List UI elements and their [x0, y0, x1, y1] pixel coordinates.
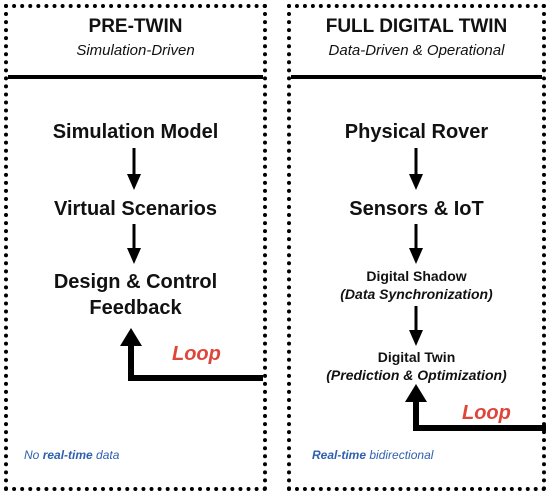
- pre-twin-panel: PRE-TWIN Simulation-Driven: [4, 4, 267, 491]
- digital-twin-title-node: Digital Twin: [377, 349, 456, 365]
- node-digital-twin: Digital Twin (Prediction & Optimization): [287, 348, 546, 384]
- node-feedback: Feedback: [89, 297, 182, 319]
- right-loop-label: Loop: [462, 402, 511, 424]
- arrow-shadow-to-twin: [409, 306, 423, 346]
- digital-shadow-sub: (Data Synchronization): [340, 286, 493, 302]
- node-physical-rover: Physical Rover: [344, 121, 489, 143]
- left-footnote-emph: real-time: [42, 448, 93, 462]
- left-loop-arrow: [120, 328, 263, 381]
- digital-twin-subtitle: Data-Driven & Operational: [328, 42, 505, 59]
- right-footnote-after: bidirectional: [366, 448, 434, 462]
- node-sensors-iot: Sensors & IoT: [349, 198, 484, 220]
- left-footnote-after: data: [92, 448, 120, 462]
- arrow-rover-to-sensors: [409, 148, 423, 190]
- digital-twin-panel: FULL DIGITAL TWIN Data-Driven & Operatio…: [287, 4, 546, 491]
- digital-twin-title: FULL DIGITAL TWIN: [325, 16, 508, 37]
- node-design-control: Design & Control: [53, 271, 218, 293]
- left-footnote: No real-time data: [24, 448, 119, 462]
- digital-twin-sub: (Prediction & Optimization): [326, 367, 507, 383]
- left-loop-label: Loop: [172, 343, 221, 365]
- right-footnote: Real-time bidirectional: [312, 448, 433, 462]
- pre-twin-title: PRE-TWIN: [88, 16, 183, 37]
- pre-twin-subtitle: Simulation-Driven: [76, 42, 195, 59]
- arrow-sim-to-virtual: [127, 148, 141, 190]
- right-loop-arrow: [405, 384, 546, 431]
- digital-shadow-title: Digital Shadow: [366, 268, 467, 284]
- left-footnote-before: No: [24, 448, 43, 462]
- pre-twin-header: PRE-TWIN Simulation-Driven: [8, 8, 263, 79]
- node-simulation-model: Simulation Model: [52, 121, 219, 143]
- digital-twin-header: FULL DIGITAL TWIN Data-Driven & Operatio…: [291, 8, 542, 79]
- right-footnote-emph: Real-time: [312, 448, 367, 462]
- arrow-virtual-to-design: [127, 224, 141, 264]
- node-digital-shadow: Digital Shadow (Data Synchronization): [287, 267, 546, 303]
- arrow-sensors-to-shadow: [409, 224, 423, 264]
- node-virtual-scenarios: Virtual Scenarios: [53, 198, 218, 220]
